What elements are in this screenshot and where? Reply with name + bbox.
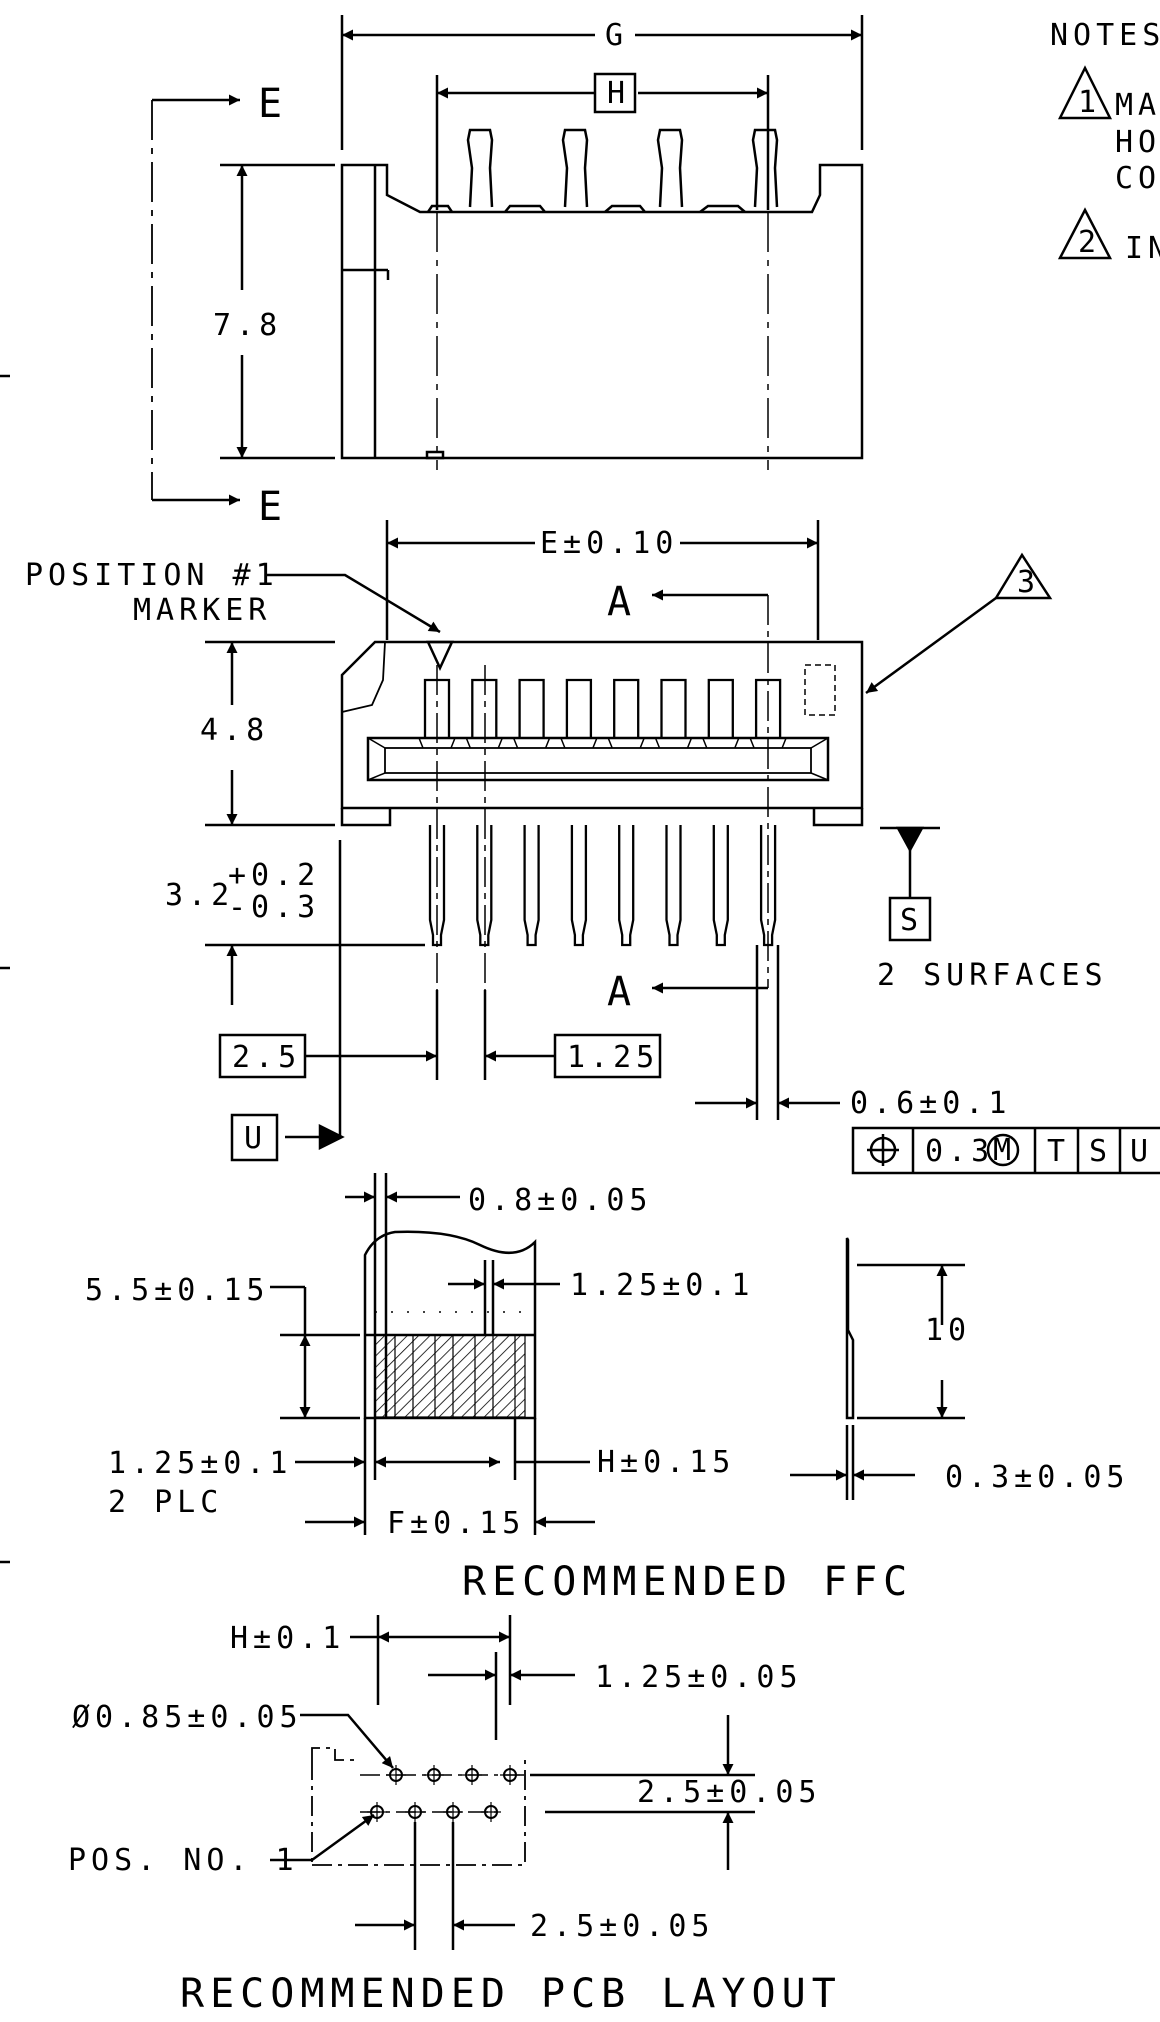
side-view-text: G H 7.8 E E	[213, 18, 630, 530]
contact-pin	[518, 678, 545, 947]
note-flag-3-icon	[993, 552, 1053, 600]
section-e-bottom-label: E	[258, 484, 288, 530]
note-1-fragment: MA	[1115, 88, 1160, 123]
ffc-text: 0.8±0.05 5.5±0.15 1.25±0.1 1.25±0.1 2 PL…	[85, 1183, 1130, 1605]
pcb-title: RECOMMENDED PCB LAYOUT	[180, 1971, 842, 2017]
ffc-title: RECOMMENDED FFC	[462, 1559, 913, 1605]
ffc-view	[270, 1173, 965, 1535]
fcf-datum-t: T	[1047, 1134, 1070, 1169]
pcb-dim-row: 2.5±0.05	[637, 1775, 822, 1810]
ffc-dim-side: 1.25±0.1	[108, 1446, 293, 1481]
datum-u-label: U	[244, 1121, 267, 1156]
contact-pin	[613, 678, 640, 947]
note-flag-3-number: 3	[1017, 565, 1040, 600]
fcf-modifier: M	[993, 1133, 1016, 1168]
note-flag-2-number: 2	[1078, 225, 1101, 260]
contact-pin-window	[512, 737, 551, 749]
fcf-datum-u: U	[1130, 1134, 1153, 1169]
section-e-top-label: E	[258, 81, 288, 127]
ffc-dim-height: 5.5±0.15	[85, 1273, 270, 1308]
dim-2-5-label: 2.5	[232, 1040, 301, 1075]
datum-s-label: S	[900, 903, 923, 938]
ffc-dim-f: F±0.15	[387, 1506, 525, 1541]
contact-pin-window	[607, 737, 645, 749]
dim-g-label: G	[605, 18, 628, 53]
side-height-label: 7.8	[213, 308, 282, 343]
contact-pin-window	[749, 737, 787, 749]
ffc-dim-thick: 0.3±0.05	[945, 1460, 1130, 1495]
note-2-fragment: IN	[1125, 231, 1160, 266]
position-marker-line1: POSITION #1	[25, 558, 279, 593]
contact-pin-window	[654, 737, 693, 749]
front-view	[205, 520, 1160, 1175]
pcb-dim-h: H±0.1	[230, 1621, 345, 1656]
note-1-line3: CO	[1115, 161, 1160, 196]
front-view-pins	[418, 665, 787, 990]
pcb-view	[270, 1615, 755, 1950]
ffc-dim-h: H±0.15	[597, 1445, 735, 1480]
front-view-text: E±0.10 POSITION #1 MARKER A A 3 4.8 3.2 …	[25, 526, 1153, 1169]
contact-pin-window	[560, 737, 598, 749]
lead-length-label: 3.2	[165, 878, 234, 913]
front-width-label: E±0.10	[540, 526, 678, 561]
notes-block	[1057, 65, 1113, 260]
pcb-dim-bottom: 2.5±0.05	[530, 1909, 715, 1944]
fcf-datum-s: S	[1089, 1134, 1112, 1169]
ffc-dim-10: 10	[925, 1313, 971, 1348]
ffc-plc-label: 2 PLC	[108, 1485, 223, 1520]
lead-tol-minus: -0.3	[228, 890, 320, 925]
side-view	[151, 15, 864, 506]
notes-heading: NOTES	[1050, 18, 1160, 53]
mmc-modifier-icon	[986, 1133, 1020, 1167]
pcb-pos-no: POS. NO. 1	[68, 1843, 299, 1878]
contact-pin-window	[702, 737, 740, 749]
note-flag-1-icon	[1057, 65, 1113, 120]
ffc-dim-top: 0.8±0.05	[468, 1183, 653, 1218]
contact-pin	[754, 678, 782, 947]
front-height-label: 4.8	[200, 713, 269, 748]
pcb-dim-hole: Ø0.85±0.05	[72, 1700, 303, 1735]
notes-text: NOTES 1 MA HO CO 2 IN	[1050, 18, 1160, 266]
pcb-text: H±0.1 1.25±0.05 Ø0.85±0.05 2.5±0.05 POS.…	[68, 1621, 842, 2017]
dim-h-label: H	[607, 76, 630, 111]
position-marker-line2: MARKER	[133, 593, 271, 628]
pcb-dim-pitch: 1.25±0.05	[595, 1660, 803, 1695]
dim-1-25-label: 1.25	[567, 1040, 659, 1075]
lead-tol-plus: +0.2	[228, 858, 320, 893]
fcf-tolerance: 0.3	[925, 1134, 994, 1169]
contact-pin	[660, 678, 687, 947]
note-1-line2: HO	[1115, 125, 1160, 160]
feature-control-frame	[851, 1126, 1160, 1175]
note-flag-1-number: 1	[1078, 85, 1101, 120]
lead-width-label: 0.6±0.1	[850, 1086, 1011, 1121]
contact-pin	[565, 678, 593, 947]
contact-pin	[707, 678, 734, 947]
ffc-dim-pitch: 1.25±0.1	[570, 1268, 755, 1303]
two-surfaces-label: 2 SURFACES	[877, 958, 1108, 993]
section-a-top-label: A	[607, 579, 637, 625]
note-flag-2-icon	[1057, 207, 1113, 260]
section-a-bottom-label: A	[607, 969, 637, 1015]
